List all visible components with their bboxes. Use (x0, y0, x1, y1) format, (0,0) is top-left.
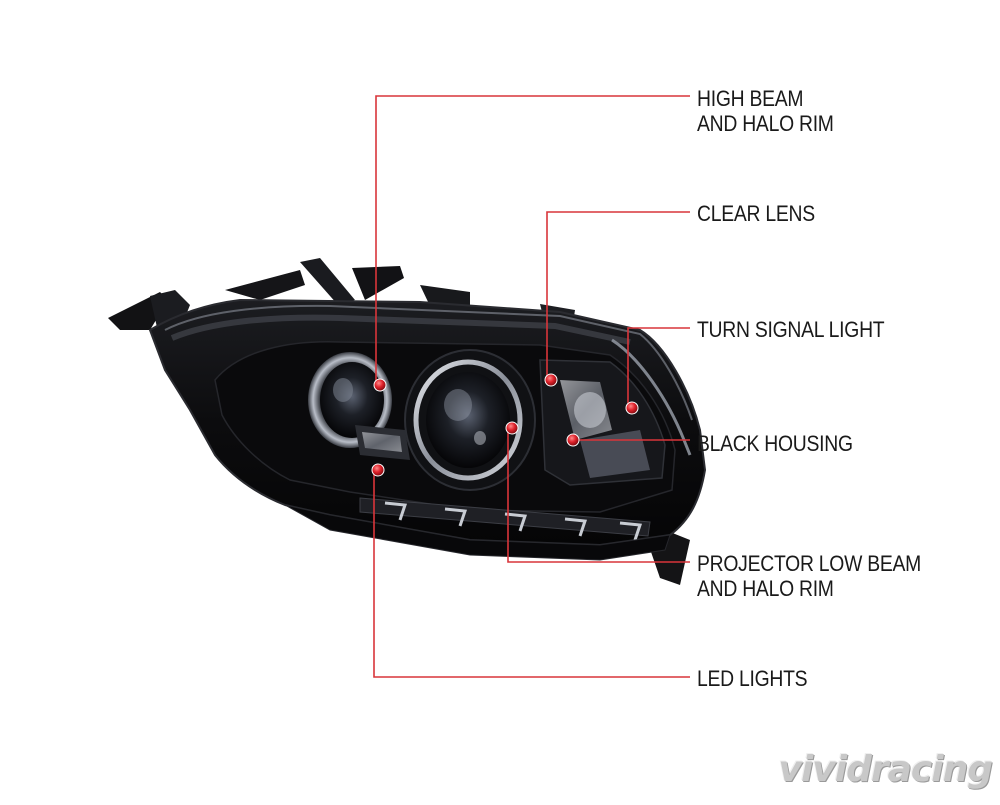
label-black-housing: BLACK HOUSING (697, 431, 853, 456)
label-high-beam: HIGH BEAM AND HALO RIM (697, 86, 834, 136)
marker-dot-clear-lens (544, 373, 558, 387)
label-led-lights-line-1: LED LIGHTS (697, 666, 808, 691)
projector-lens (404, 349, 536, 491)
high-beam-lens (308, 352, 392, 448)
label-high-beam-line-1: HIGH BEAM (697, 86, 804, 111)
marker-dot-high-beam (373, 378, 387, 392)
label-turn-signal-line-1: TURN SIGNAL LIGHT (697, 317, 885, 342)
label-black-housing-line-1: BLACK HOUSING (697, 431, 853, 456)
label-projector-low-beam-line-2: AND HALO RIM (697, 576, 834, 601)
label-turn-signal: TURN SIGNAL LIGHT (697, 317, 885, 342)
label-clear-lens-line-1: CLEAR LENS (697, 201, 815, 226)
label-high-beam-line-2: AND HALO RIM (697, 111, 834, 136)
label-projector-low-beam: PROJECTOR LOW BEAM AND HALO RIM (697, 551, 921, 601)
watermark-logo: vividracing (778, 749, 993, 790)
left-reflector (355, 425, 410, 460)
marker-dots (371, 373, 639, 477)
label-projector-low-beam-line-1: PROJECTOR LOW BEAM (697, 551, 922, 576)
label-clear-lens: CLEAR LENS (697, 201, 815, 226)
right-reflector (539, 359, 666, 486)
led-strip (359, 497, 651, 541)
marker-dot-black-housing (566, 433, 580, 447)
label-led-lights: LED LIGHTS (697, 666, 808, 691)
marker-dot-led-lights (371, 463, 385, 477)
marker-dot-turn-signal (625, 401, 639, 415)
turn-signal-strip (611, 338, 692, 456)
marker-dot-projector-low-beam (505, 421, 519, 435)
